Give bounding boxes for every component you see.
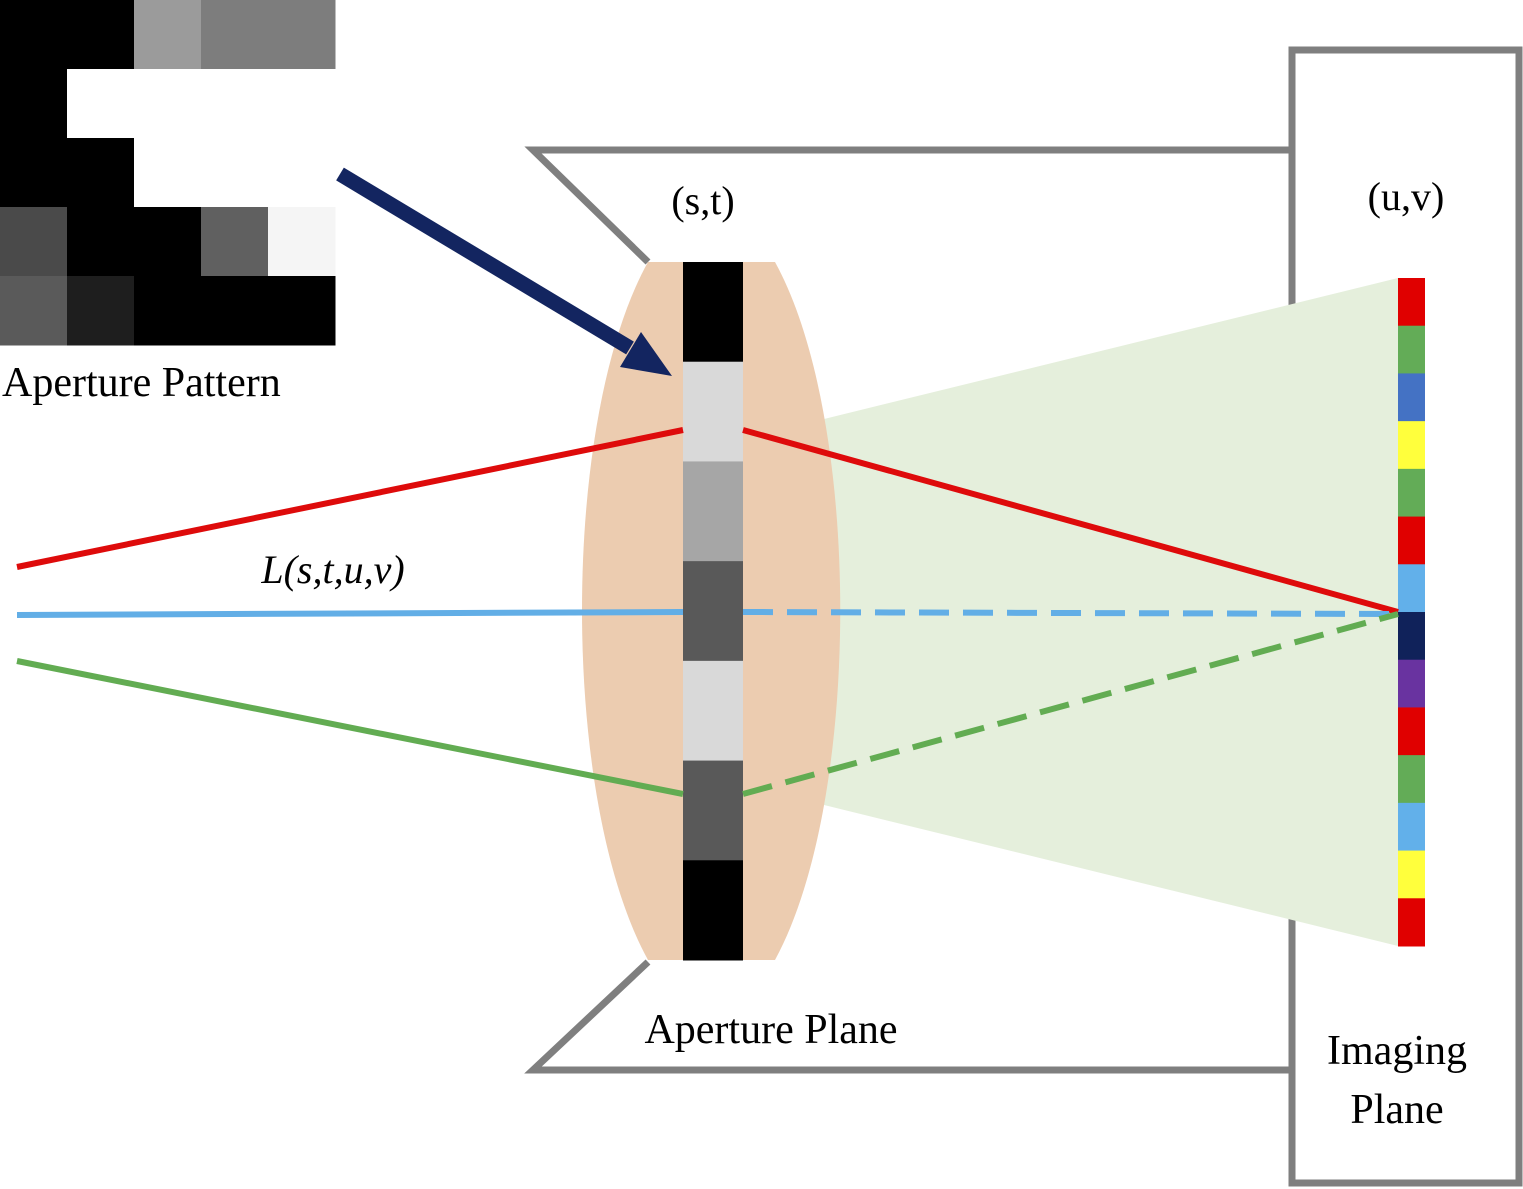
aperture-pattern-cell	[134, 207, 202, 277]
aperture-pattern-cell	[0, 276, 68, 346]
aperture-strip-cell	[683, 361, 743, 462]
aperture-pattern-cell	[67, 0, 135, 70]
imaging-plane-label-line1: Imaging	[1327, 1028, 1467, 1074]
aperture-pattern-cell	[0, 69, 68, 139]
red-ray-outgoing	[742, 427, 1399, 615]
st-coordinate-label: (s,t)	[671, 178, 734, 223]
aperture-strip-cell	[683, 860, 743, 961]
rays	[16, 427, 1399, 797]
pattern-arrow-shaft	[336, 167, 634, 355]
sensor-pixel	[1398, 325, 1425, 374]
green-ray-outgoing-dashed	[742, 611, 1399, 797]
sensor-pixel	[1398, 373, 1425, 422]
sensor-pixel	[1398, 278, 1425, 327]
aperture-pattern-cell	[268, 69, 336, 139]
aperture-strip-cell	[683, 760, 743, 861]
aperture-pattern-cell	[201, 138, 269, 208]
sensor-pixel	[1398, 612, 1425, 661]
aperture-pattern-cell	[67, 207, 135, 277]
aperture-pattern-cell	[201, 69, 269, 139]
aperture-pattern-image	[0, 0, 336, 346]
sensor-pixel	[1398, 755, 1425, 804]
pattern-arrow	[336, 167, 672, 376]
sensor-pixel	[1398, 659, 1425, 708]
aperture-pattern-cell	[268, 207, 336, 277]
sensor-pixel	[1398, 707, 1425, 756]
aperture-pattern-cell	[134, 69, 202, 139]
camera-body-bottom-edge	[524, 959, 1290, 1074]
sensor-pixel	[1398, 564, 1425, 613]
red-ray-incoming	[16, 427, 684, 570]
aperture-pattern-cell	[268, 138, 336, 208]
aperture-pattern-cell	[67, 138, 135, 208]
aperture-strip-cell	[683, 461, 743, 562]
camera-body-top-edge	[524, 146, 1290, 265]
blue-ray-incoming	[16, 609, 684, 618]
aperture-pattern-cell	[67, 69, 135, 139]
aperture-pattern-cell	[0, 207, 68, 277]
aperture-pattern-cell	[268, 0, 336, 70]
aperture-strip-cell	[683, 262, 743, 363]
aperture-pattern-cell	[134, 0, 202, 70]
uv-coordinate-label: (u,v)	[1368, 174, 1445, 219]
aperture-pattern-cell	[134, 138, 202, 208]
sensor-pixel	[1398, 850, 1425, 899]
aperture-strip-cell	[683, 561, 743, 662]
sensor-pixel-strip	[1398, 278, 1425, 947]
blue-ray-outgoing-dashed	[742, 609, 1399, 617]
sensor-pixel	[1398, 802, 1425, 852]
pattern-arrow-head	[620, 332, 672, 376]
aperture-pattern-cell	[201, 207, 269, 277]
aperture-plane-label: Aperture Plane	[644, 1007, 897, 1053]
aperture-pattern-cell	[0, 138, 68, 208]
aperture-strip	[683, 262, 743, 961]
aperture-strip-cell	[683, 660, 743, 762]
aperture-pattern-cell	[201, 276, 269, 346]
sensor-pixel	[1398, 421, 1425, 470]
green-ray-incoming	[16, 658, 684, 797]
aperture-pattern-cell	[268, 276, 336, 346]
aperture-pattern-cell	[134, 276, 202, 346]
sensor-pixel	[1398, 468, 1425, 518]
imaging-plane-label-line2: Plane	[1350, 1087, 1443, 1133]
aperture-pattern-cell	[0, 0, 68, 70]
aperture-pattern-cell	[201, 0, 269, 70]
sensor-pixel	[1398, 898, 1425, 947]
sensor-pixel	[1398, 516, 1425, 565]
aperture-pattern-label: Aperture Pattern	[2, 360, 281, 406]
light-field-function-label: L(s,t,u,v)	[260, 547, 404, 592]
aperture-pattern-cell	[67, 276, 135, 346]
